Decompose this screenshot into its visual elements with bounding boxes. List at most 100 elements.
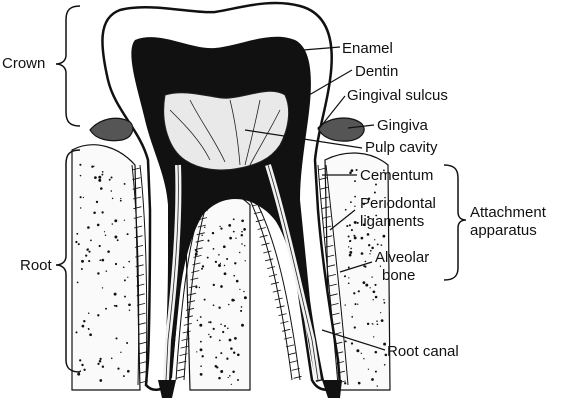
bone-stipple-dot — [114, 219, 118, 223]
bone-stipple-dot — [372, 299, 374, 301]
bone-stipple-dot — [376, 243, 379, 246]
bone-stipple-dot — [117, 367, 120, 370]
ligament-stripe — [136, 303, 146, 306]
ligament-stripe — [259, 234, 268, 238]
bone-stipple-dot — [229, 375, 231, 377]
bone-stipple-dot — [222, 330, 225, 334]
bone-stipple-dot — [80, 268, 83, 270]
bone-stipple-dot — [234, 262, 237, 265]
bone-stipple-dot — [120, 197, 122, 200]
bone-stipple-dot — [200, 340, 202, 343]
bone-stipple-dot — [350, 169, 354, 172]
root-apex-right — [322, 380, 342, 398]
bone-stipple-dot — [105, 307, 107, 310]
ligament-stripe — [136, 283, 145, 287]
bone-stipple-dot — [371, 246, 374, 250]
bone-stipple-dot — [243, 244, 246, 247]
bone-stipple-dot — [212, 304, 215, 307]
bone-stipple-dot — [232, 351, 236, 354]
ligament-stripe — [137, 322, 146, 326]
bone-stipple-dot — [382, 234, 386, 238]
label-dentin: Dentin — [355, 63, 398, 80]
bone-stipple-dot — [198, 286, 201, 289]
bone-stipple-dot — [104, 234, 107, 237]
bone-stipple-dot — [98, 178, 102, 182]
ligament-stripe — [289, 360, 298, 363]
ligament-stripe — [253, 211, 262, 215]
ligament-stripe — [280, 321, 289, 324]
ligament-stripe — [133, 196, 142, 200]
bone-stipple-dot — [115, 337, 118, 340]
bone-stipple-dot — [223, 272, 227, 276]
bone-stipple-dot — [383, 363, 386, 366]
bone-stipple-dot — [243, 290, 245, 293]
ligament-stripe — [291, 368, 300, 371]
bone-stipple-dot — [76, 232, 79, 235]
bone-stipple-dot — [201, 234, 203, 237]
bone-stipple-dot — [354, 180, 356, 183]
bone-stipple-dot — [232, 230, 235, 233]
bone-stipple-dot — [357, 303, 359, 305]
bone-stipple-dot — [373, 191, 376, 194]
bone-stipple-dot — [357, 290, 360, 293]
ligament-stripe — [335, 361, 345, 364]
ligament-stripe — [189, 285, 198, 288]
bone-stipple-dot — [227, 376, 229, 379]
bone-stipple-dot — [128, 260, 131, 263]
bone-stipple-dot — [214, 260, 218, 264]
bone-stipple-dot — [233, 274, 236, 277]
bone-stipple-dot — [79, 174, 82, 177]
bone-stipple-dot — [219, 262, 222, 265]
bone-stipple-dot — [363, 358, 365, 360]
bone-stipple-dot — [353, 292, 356, 295]
bone-stipple-dot — [101, 171, 104, 173]
bone-stipple-dot — [220, 352, 223, 355]
ligament-stripe — [132, 186, 141, 190]
ligament-stripe — [332, 322, 341, 326]
bone-stipple-dot — [241, 323, 244, 327]
label-pulp-cavity: Pulp cavity — [365, 139, 438, 156]
bone-stipple-dot — [369, 249, 372, 252]
bone-stipple-dot — [127, 276, 129, 278]
bone-stipple-dot — [222, 245, 226, 249]
ligament-stripe — [135, 264, 144, 268]
crown-bracket — [55, 5, 81, 127]
bone-stipple-dot — [77, 372, 81, 376]
ligament-stripe — [270, 281, 279, 285]
bone-stipple-dot — [374, 350, 378, 354]
bone-stipple-dot — [374, 370, 377, 373]
bone-stipple-dot — [83, 368, 86, 371]
bone-stipple-dot — [355, 168, 358, 172]
ligament-stripe — [321, 206, 330, 210]
bone-stipple-dot — [211, 231, 215, 235]
ligament-stripe — [180, 345, 189, 349]
bone-stipple-dot — [212, 248, 215, 250]
bone-stipple-dot — [199, 323, 203, 327]
bone-stipple-dot — [369, 287, 371, 289]
bone-stipple-dot — [239, 288, 241, 291]
bone-stipple-dot — [237, 379, 239, 381]
bone-stipple-dot — [101, 287, 104, 289]
bone-stipple-dot — [113, 304, 116, 307]
bone-stipple-dot — [98, 244, 101, 248]
bone-stipple-dot — [76, 281, 79, 284]
ligament-stripe — [334, 341, 343, 345]
bone-stipple-dot — [385, 172, 387, 174]
bone-stipple-dot — [383, 301, 386, 304]
bone-stipple-dot — [195, 286, 198, 289]
bone-stipple-dot — [79, 196, 82, 199]
ligament-stripe — [326, 254, 335, 258]
ligament-stripe — [133, 216, 142, 219]
bone-stipple-dot — [87, 248, 89, 250]
bone-stipple-dot — [220, 370, 224, 373]
ligament-stripe — [138, 341, 147, 345]
bone-stipple-dot — [101, 173, 104, 176]
bone-stipple-dot — [353, 220, 357, 224]
bone-stipple-dot — [346, 224, 349, 228]
ligament-stripe — [326, 264, 336, 268]
ligament-stripe — [285, 344, 295, 348]
bone-stipple-dot — [344, 340, 347, 343]
ligament-stripe — [139, 370, 148, 374]
bone-stipple-dot — [240, 309, 243, 312]
bone-stipple-dot — [224, 325, 226, 327]
